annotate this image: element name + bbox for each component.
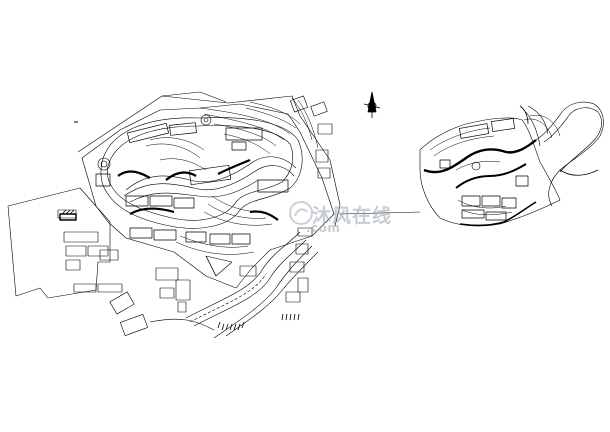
main-site-plan xyxy=(7,91,341,339)
river-band xyxy=(423,139,537,174)
building-blocks xyxy=(95,122,289,245)
enlarged-detail-plan xyxy=(339,101,604,227)
left-parcel-outline xyxy=(7,187,111,299)
contour-lines xyxy=(145,97,319,255)
offsite-buildings-east xyxy=(239,95,333,303)
detail-site-boundary xyxy=(419,117,561,227)
road-south xyxy=(185,231,301,319)
internal-ring-road xyxy=(100,117,303,229)
north-arrow-icon xyxy=(363,91,381,118)
site-boundary-north-west xyxy=(77,95,341,227)
watermark-url: .com xyxy=(306,221,341,235)
roundabout xyxy=(97,157,111,171)
parking-hatch xyxy=(61,209,300,331)
dense-vegetation xyxy=(117,158,279,221)
watermark-logo-icon xyxy=(289,201,313,225)
offsite-buildings-west xyxy=(57,209,191,336)
watermark-text: 沐风在线 xyxy=(312,205,393,227)
